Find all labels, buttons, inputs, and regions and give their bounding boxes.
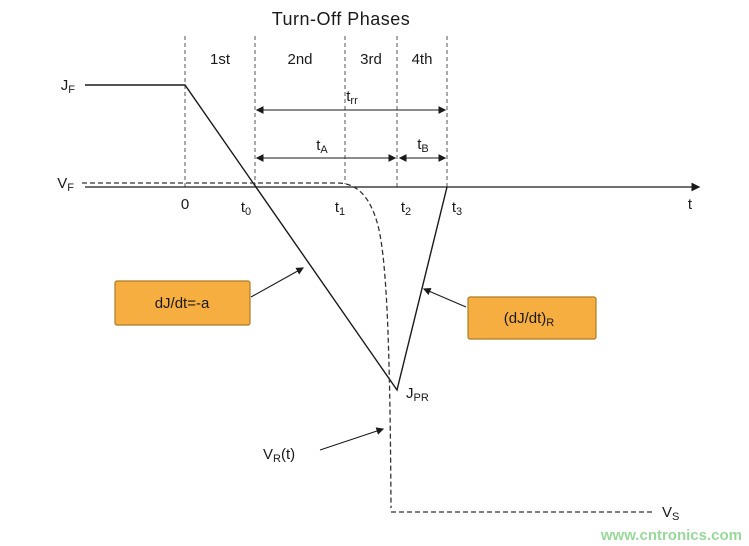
fall-slope-arrow — [250, 267, 305, 298]
tick-t1: t1 — [335, 199, 345, 218]
time-axis-label: t — [688, 196, 693, 213]
reverse-voltage-callout: VR(t) — [263, 427, 385, 465]
rise-slope-arrow — [422, 288, 467, 308]
phase-label-3rd: 3rd — [360, 51, 382, 68]
jpr-label: JPR — [406, 385, 429, 404]
trr-label: trr — [346, 88, 358, 107]
tick-t2: t2 — [401, 199, 411, 218]
phase-label-4th: 4th — [412, 51, 433, 68]
ta-label: tA — [316, 137, 328, 156]
fall-slope-text: dJ/dt=-a — [155, 295, 210, 312]
tick-t3: t3 — [452, 199, 462, 218]
voltage-waveform — [82, 182, 392, 509]
phase-label-1st: 1st — [210, 51, 231, 68]
vs-label: VS — [662, 504, 679, 523]
vrt-label: VR(t) — [263, 446, 295, 465]
tick-origin: 0 — [181, 196, 189, 213]
tick-t0: t0 — [241, 199, 251, 218]
current-waveform — [85, 84, 448, 392]
watermark-text: www.cntronics.com — [600, 527, 742, 544]
fall-slope-box — [114, 280, 251, 326]
tb-label: tB — [417, 136, 429, 155]
diagram-title: Turn-Off Phases — [272, 9, 411, 29]
rise-slope-callout: (dJ/dt)R — [422, 288, 597, 340]
vf-label: VF — [57, 175, 74, 194]
fall-slope-callout: dJ/dt=-a — [114, 267, 305, 326]
phase-label-2nd: 2nd — [287, 51, 312, 68]
jf-label: JF — [61, 77, 76, 96]
vrt-arrow — [319, 427, 385, 451]
rise-slope-text: (dJ/dt)R — [504, 310, 555, 329]
rise-slope-box — [467, 296, 597, 340]
